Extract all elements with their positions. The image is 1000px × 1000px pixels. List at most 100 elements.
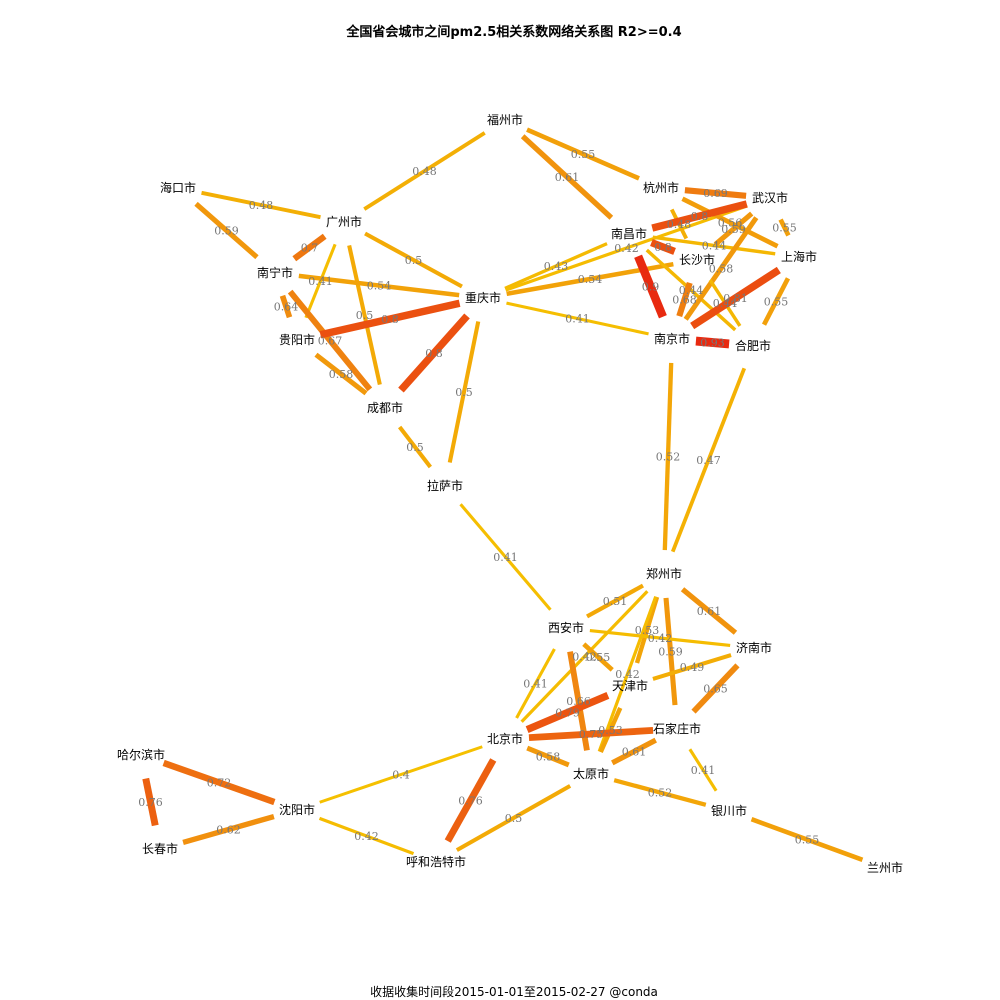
- edge-label-guangzhou-guiyang: 0.41: [308, 275, 333, 288]
- node-wuhan: 武汉市: [752, 190, 788, 205]
- edge-chongqing-nanchang: [504, 242, 608, 290]
- edge-taiyuan-huhehaote: [455, 784, 572, 852]
- node-hangzhou: 杭州市: [643, 180, 679, 195]
- edge-beijing-huhehaote: [444, 758, 497, 843]
- edge-hangzhou-wuhan: [684, 187, 747, 199]
- node-jinan: 济南市: [736, 640, 772, 655]
- edge-zhengzhou-tianjin: [634, 596, 660, 664]
- node-layer: 福州市海口市广州市南宁市贵阳市成都市重庆市拉萨市杭州市武汉市南昌市长沙市上海市南…: [117, 112, 903, 875]
- edge-label-beijing-huhehaote: 0.76: [458, 795, 483, 808]
- edge-nanning-guiyang: [279, 294, 293, 319]
- edge-wuhan-nanjing: [683, 216, 759, 321]
- edge-label-xian-tianjin: 0.55: [586, 651, 611, 664]
- edge-label-layer: 0.48 0.55 0.61 0.48 0.59 0.7 0.5 0.41 0.5 0.54 0.6…: [138, 148, 819, 847]
- edge-changchun-shenyang: [182, 813, 275, 846]
- edge-label-chongqing-nanjing: 0.41: [565, 313, 590, 326]
- edge-zhengzhou-xian: [586, 583, 644, 619]
- edge-label-xian-beijing: 0.41: [523, 678, 548, 691]
- edge-zhengzhou-shijiazhuang: [663, 597, 678, 706]
- edge-label-haerbin-changchun: 0.76: [138, 796, 163, 809]
- graph-title: 全国省会城市之间pm2.5相关系数网络关系图 R2>=0.4: [345, 24, 681, 40]
- node-zhengzhou: 郑州市: [646, 566, 682, 581]
- edge-shenyang-huhehaote: [318, 816, 415, 856]
- node-nanjing: 南京市: [654, 331, 690, 346]
- node-shanghai: 上海市: [781, 249, 817, 264]
- edge-label-zhengzhou-jinan: 0.61: [697, 605, 722, 618]
- edge-fuzhou-guangzhou: [363, 131, 486, 211]
- edge-label-fuzhou-nanchang: 0.61: [555, 171, 580, 184]
- edge-label-yinchuan-lanzhou: 0.55: [795, 834, 820, 847]
- edge-nanning-chengdu: [287, 289, 373, 392]
- edge-label-shanghai-nanjing: 0.81: [723, 292, 748, 305]
- edge-guangzhou-chengdu: [347, 244, 382, 386]
- node-changchun: 长春市: [142, 841, 178, 856]
- edge-label-nanning-chengdu: 0.67: [318, 335, 343, 348]
- edge-guangzhou-chongqing: [364, 231, 463, 289]
- edge-nanjing-hefei: [695, 336, 730, 349]
- edge-label-tianjin-taiyuan: 0.53: [598, 724, 623, 737]
- edge-nanchang-shanghai: [652, 235, 776, 256]
- edge-yinchuan-lanzhou: [750, 817, 864, 862]
- edge-shanghai-nanjing: [690, 266, 781, 330]
- edge-label-guiyang-chongqing: 0.8: [381, 313, 399, 326]
- edge-label-haerbin-shenyang: 0.72: [207, 777, 232, 790]
- edge-chengdu-lasa: [398, 425, 432, 469]
- edge-label-chongqing-changsha: 0.54: [578, 273, 603, 286]
- edge-haikou-nanning: [194, 201, 259, 260]
- edge-label-shijiazhuang-beijing: 0.75: [579, 728, 604, 741]
- node-tianjin: 天津市: [612, 678, 648, 693]
- edge-label-changchun-shenyang: 0.62: [216, 824, 241, 837]
- node-yinchuan: 银川市: [711, 803, 747, 818]
- edge-nanchang-nanjing: [634, 254, 667, 319]
- node-chongqing: 重庆市: [465, 290, 501, 305]
- edge-jinan-shijiazhuang: [691, 663, 740, 714]
- edge-xian-jinan: [589, 628, 731, 648]
- edge-hefei-zhengzhou: [670, 367, 747, 553]
- edge-tianjin-beijing: [525, 692, 610, 733]
- edge-label-haikou-guangzhou: 0.48: [249, 199, 274, 212]
- node-guangzhou: 广州市: [326, 214, 362, 229]
- edge-label-guangzhou-chengdu: 0.5: [356, 309, 374, 322]
- edge-label-jinan-shijiazhuang: 0.65: [703, 683, 728, 696]
- edge-label-guangzhou-chongqing: 0.5: [405, 254, 423, 267]
- edge-chongqing-wuhan: [505, 204, 748, 292]
- edge-beijing-taiyuan: [526, 745, 570, 768]
- edge-beijing-shenyang: [319, 745, 483, 804]
- edge-label-guangzhou-nanning: 0.7: [301, 242, 319, 255]
- edge-layer: [142, 127, 864, 862]
- edge-label-xian-jinan: 0.42: [648, 632, 673, 645]
- edge-label-shijiazhuang-yinchuan: 0.41: [691, 764, 716, 777]
- edge-label-beijing-taiyuan: 0.58: [536, 751, 561, 764]
- node-xian: 西安市: [548, 620, 584, 635]
- edge-hangzhou-shanghai: [681, 196, 779, 249]
- edge-label-haikou-nanning: 0.59: [214, 225, 239, 238]
- edge-guangzhou-guiyang: [304, 243, 337, 319]
- edge-fuzhou-nanchang: [520, 134, 614, 220]
- edge-guiyang-chongqing: [319, 299, 461, 339]
- edge-zhengzhou-jinan: [680, 587, 738, 635]
- edge-haikou-guangzhou: [201, 190, 321, 220]
- edge-taiyuan-yinchuan: [613, 778, 707, 807]
- edge-label-taiyuan-huhehaote: 0.5: [505, 812, 523, 825]
- edge-label-changsha-hefei: 0.44: [713, 297, 738, 310]
- node-haerbin: 哈尔滨市: [117, 747, 165, 762]
- edge-label-fuzhou-hangzhou: 0.55: [571, 148, 596, 161]
- edge-label-hangzhou-shanghai: 0.56: [718, 217, 743, 230]
- edge-label-hangzhou-changsha: 0.48: [667, 218, 692, 231]
- edge-label-chongqing-lasa: 0.5: [455, 386, 473, 399]
- edge-zhengzhou-taiyuan: [597, 595, 658, 753]
- edge-label-chengdu-chongqing: 0.8: [425, 347, 443, 360]
- edge-haerbin-changchun: [142, 777, 159, 827]
- edge-chongqing-nanjing: [506, 301, 649, 336]
- edge-nanchang-wuhan: [651, 200, 748, 232]
- node-huhehaote: 呼和浩特市: [406, 854, 466, 869]
- edge-label-beijing-shenyang: 0.4: [392, 769, 410, 782]
- edge-zhengzhou-beijing: [520, 590, 649, 723]
- edge-shijiazhuang-beijing: [528, 726, 654, 742]
- edge-label-zhengzhou-beijing: 0.42: [572, 651, 597, 664]
- edge-label-nanchang-changsha: 0.8: [654, 241, 672, 254]
- edge-xian-tianjin: [582, 642, 614, 672]
- edge-shijiazhuang-yinchuan: [688, 748, 718, 792]
- node-shijiazhuang: 石家庄市: [653, 721, 701, 736]
